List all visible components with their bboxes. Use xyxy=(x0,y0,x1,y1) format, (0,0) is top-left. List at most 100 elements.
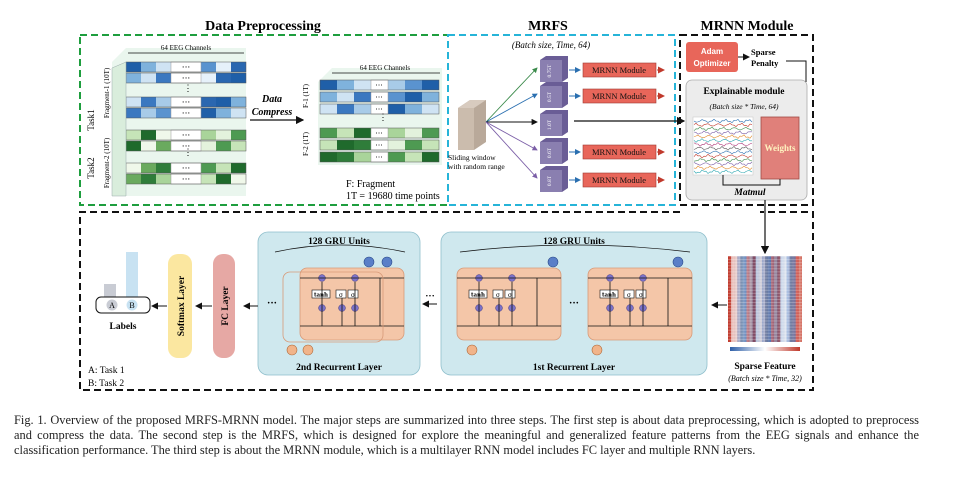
eeg-cell xyxy=(156,108,171,118)
eeg-cell xyxy=(156,73,171,83)
eeg-trace xyxy=(693,122,753,127)
gru-cell-body xyxy=(299,267,405,341)
compressed-cell xyxy=(354,128,371,138)
eeg-cell xyxy=(216,130,231,140)
sparse-feature-label: Sparse Feature xyxy=(734,362,795,372)
label-b-circle xyxy=(126,299,138,311)
sigma-label: σ xyxy=(639,292,643,299)
eeg-cell xyxy=(216,163,231,173)
compressed-cell xyxy=(320,80,337,90)
vdots-compressed: ⋮ xyxy=(379,112,388,122)
sigma-gate xyxy=(504,289,516,299)
heatmap-stripe xyxy=(795,256,799,342)
sigma-label: σ xyxy=(627,292,631,299)
heatmap-stripe xyxy=(774,256,778,342)
window-face xyxy=(540,142,562,164)
window-face xyxy=(540,86,562,108)
heatmap-row xyxy=(728,256,802,257)
section-title-mrnn: MRNN Module xyxy=(701,19,794,34)
eeg-cell xyxy=(141,62,156,72)
vdots-bottom: ⋮ xyxy=(184,147,193,157)
window-arrow xyxy=(485,121,538,179)
heatmap-stripe xyxy=(780,256,784,342)
heatmap-row xyxy=(728,271,802,273)
vdots-top: ⋮ xyxy=(184,83,193,93)
sliding-window-cube xyxy=(458,100,486,150)
labels-output: A B xyxy=(95,252,151,314)
mrnn-module-label: MRNN Module xyxy=(592,175,646,185)
heatmap-stripe xyxy=(798,256,802,342)
cell-dots: ··· xyxy=(267,298,277,309)
labels-title: Labels xyxy=(110,322,137,332)
sparse-feature-sub: (Batch size * Time, 32) xyxy=(728,374,802,383)
eeg-cell xyxy=(156,62,171,72)
eeg-cell xyxy=(216,97,231,107)
eeg-trace xyxy=(693,149,753,155)
sparse-penalty-2: Penalty xyxy=(751,58,779,68)
eeg-cell xyxy=(156,174,171,184)
tanh-label: tanh xyxy=(314,293,328,299)
heatmap-row xyxy=(728,262,802,264)
f1-label: F-1 (1T) xyxy=(302,83,310,108)
eeg-cell xyxy=(126,97,141,107)
tanh-label: tanh xyxy=(471,293,485,299)
heatmap-row xyxy=(728,317,802,319)
compressed-cell xyxy=(320,128,337,138)
heatmap-stripe xyxy=(743,256,747,342)
time-note: 1T = 19680 time points xyxy=(346,191,440,202)
hidden-state-node xyxy=(591,344,603,356)
heatmap-stripe xyxy=(749,256,753,342)
output-node xyxy=(672,256,684,268)
between-layers-dots: ··· xyxy=(425,292,435,302)
eeg-cell xyxy=(201,141,216,151)
heatmap-row xyxy=(728,268,802,270)
heatmap-stripe xyxy=(752,256,756,342)
mrfs-border xyxy=(447,34,676,206)
eeg-cell xyxy=(126,141,141,151)
heatmap-row xyxy=(728,283,802,285)
gru-units-label-2: 128 GRU Units xyxy=(308,237,370,247)
compressed-cell xyxy=(422,104,439,114)
sigma-label: σ xyxy=(496,292,500,299)
output-node xyxy=(363,256,375,268)
heatmap-stripe xyxy=(731,256,735,342)
compressed-cell xyxy=(354,152,371,162)
mrnn-module-box xyxy=(582,62,657,78)
mrnn-module-label: MRNN Module xyxy=(592,147,646,157)
eeg-cell xyxy=(156,163,171,173)
compressed-cell xyxy=(422,92,439,102)
fc-layer-box xyxy=(213,254,235,358)
stack-side-face xyxy=(111,61,127,197)
sigma-gate xyxy=(335,289,347,299)
eeg-cell xyxy=(231,73,246,83)
task1-label: Task1 xyxy=(86,109,96,130)
output-node xyxy=(381,256,393,268)
f2-label: F-2 (1T) xyxy=(302,131,310,156)
mrnn-module-box xyxy=(582,144,657,160)
eeg-trace xyxy=(693,142,753,147)
compressed-cell xyxy=(337,80,354,90)
window-label: 0.8T xyxy=(547,175,553,186)
label-b: B xyxy=(129,301,134,310)
eeg-cell xyxy=(231,130,246,140)
heatmap-row xyxy=(728,298,802,300)
compressed-eeg-stack: 64 EEG Channels F-1 (1T) F-2 (1T) ······… xyxy=(302,64,442,165)
heatmap-row xyxy=(728,280,802,282)
eeg-cell xyxy=(201,73,216,83)
eeg-cell xyxy=(216,141,231,151)
gate-wire xyxy=(321,278,381,326)
heatmap-stripe xyxy=(758,256,762,342)
compressed-cell xyxy=(405,92,422,102)
heatmap-stripe xyxy=(746,256,750,342)
eeg-cell xyxy=(141,141,156,151)
adam-optimizer-box xyxy=(686,42,738,72)
eeg-cell xyxy=(156,97,171,107)
eeg-cell xyxy=(156,130,171,140)
compressed-cell xyxy=(422,80,439,90)
tanh-gate xyxy=(311,289,331,299)
fragment2-label: Fragment-2 (10T) xyxy=(103,137,111,188)
fc-layer-label: FC Layer xyxy=(221,286,231,326)
